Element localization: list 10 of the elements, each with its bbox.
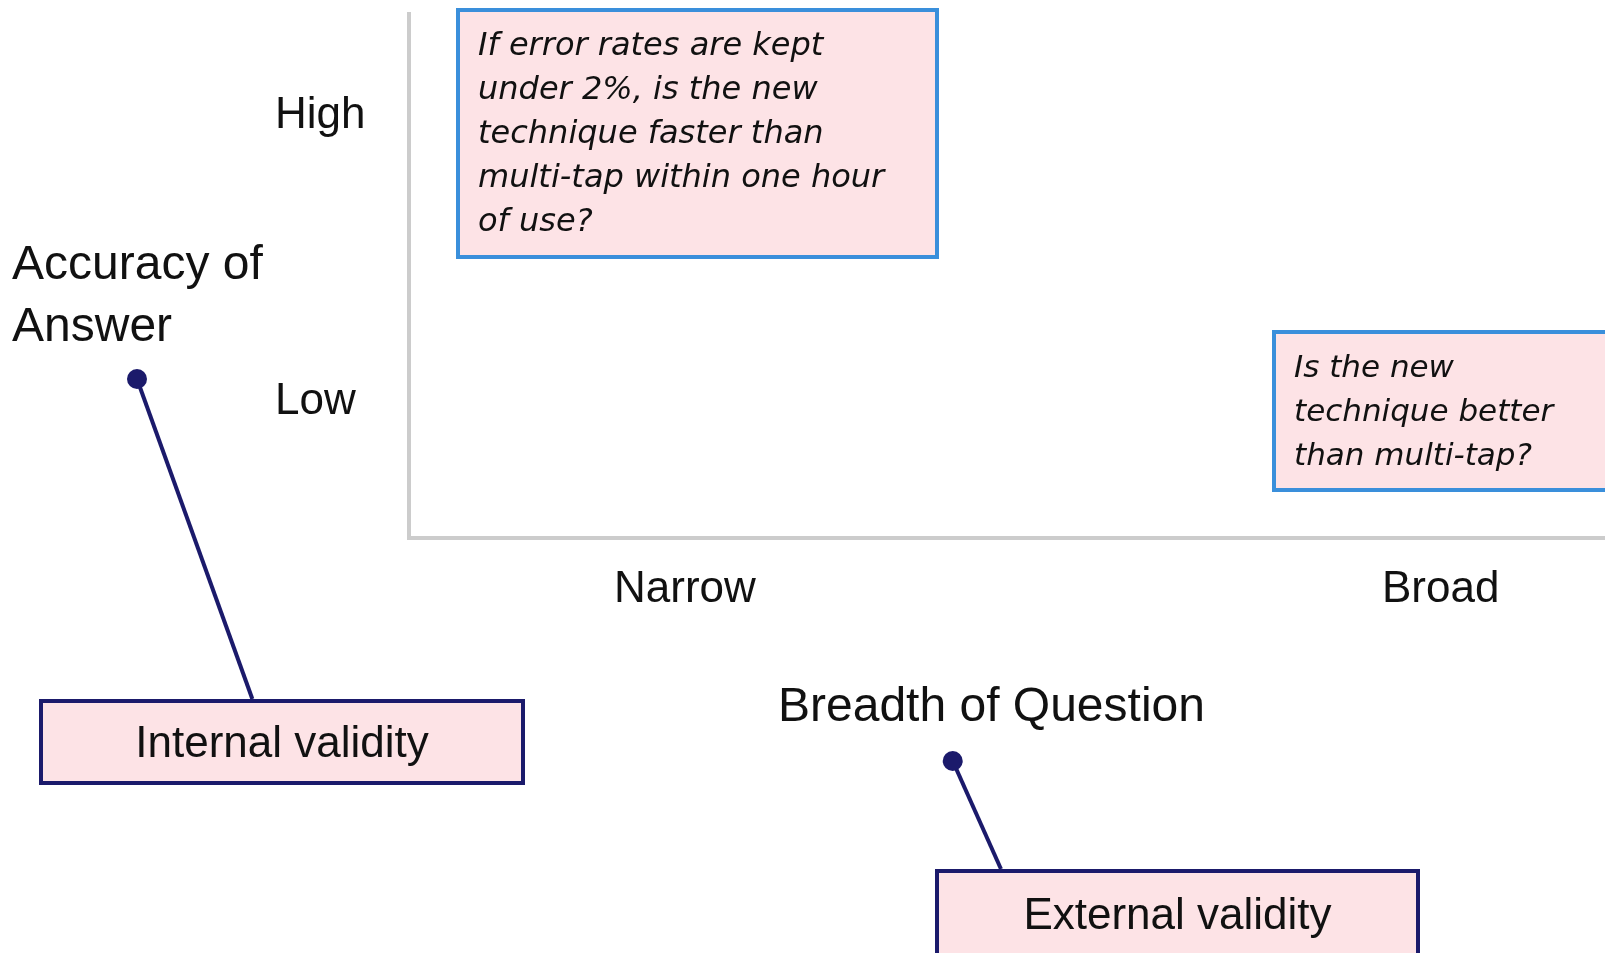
axis-title: Breadth of Question (778, 674, 1258, 761)
validity-box: External validity (935, 869, 1420, 953)
leader-line (942, 751, 1003, 870)
category-label: Narrow (614, 562, 756, 612)
validity-box: Internal validity (39, 699, 525, 785)
leader-line (127, 369, 255, 700)
question-box: If error rates are kept under 2%, is the new technique faster than multi-tap within one hour of use? (456, 8, 939, 259)
category-label: Broad (1382, 562, 1500, 612)
level-label: High (275, 88, 366, 138)
question-box: Is the new technique better than multi-tap? (1272, 330, 1605, 492)
